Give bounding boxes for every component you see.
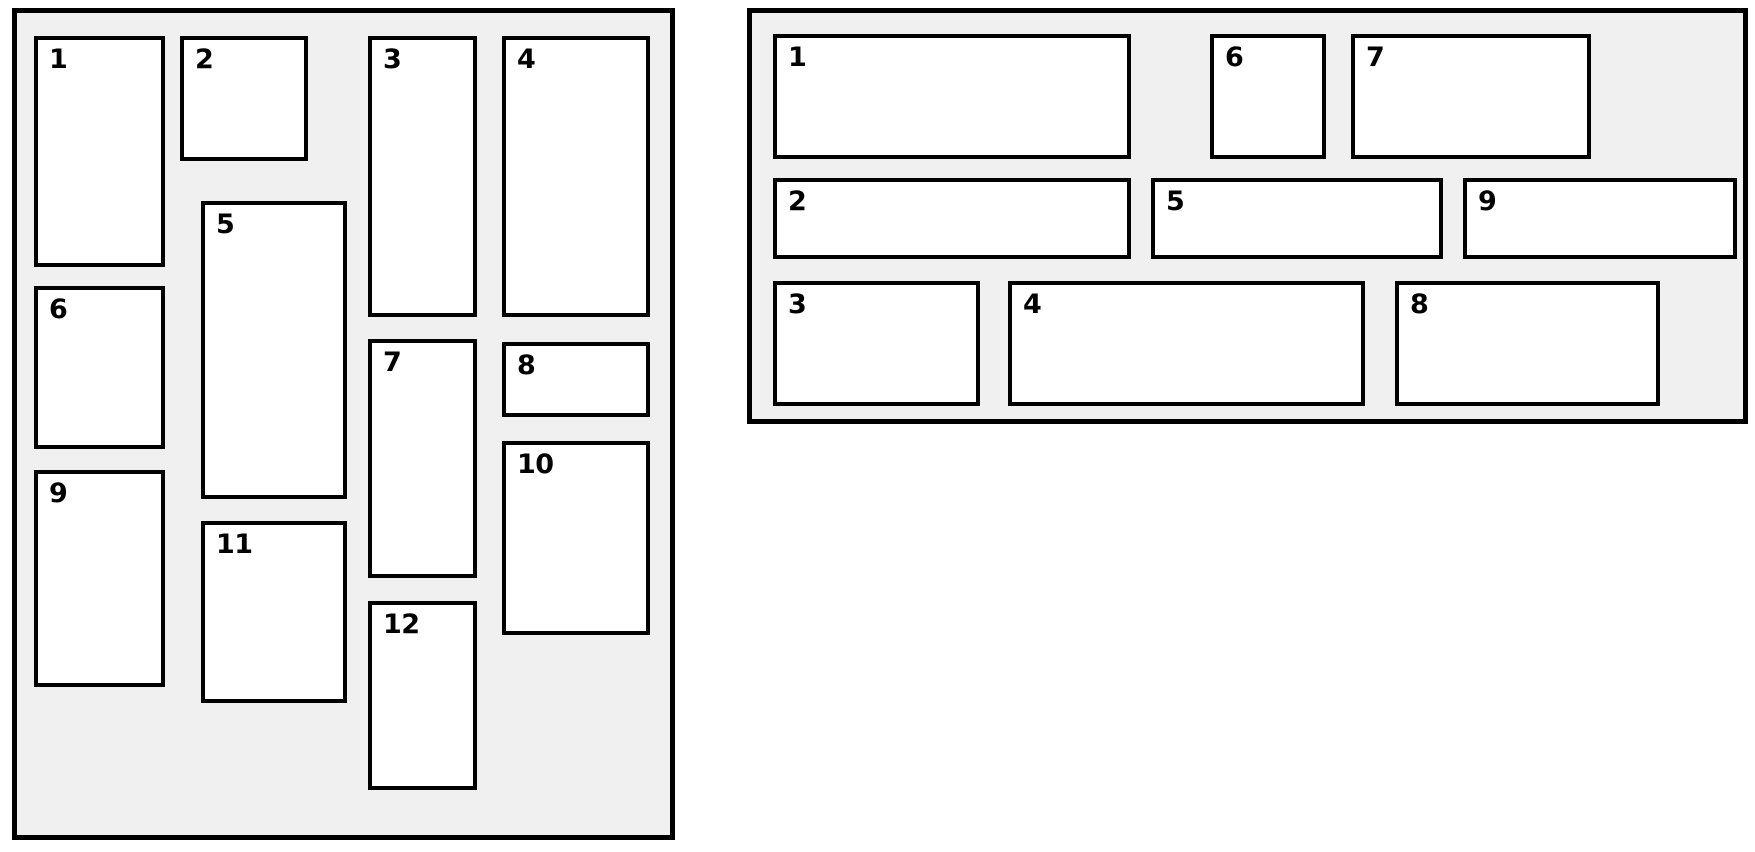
layout-box-number: 3 <box>383 44 402 75</box>
layout-box[interactable]: 12 <box>368 601 477 790</box>
layout-box-number: 5 <box>216 209 235 240</box>
layout-box-number: 1 <box>788 42 807 73</box>
layout-box[interactable]: 8 <box>502 342 650 417</box>
layout-box-number: 7 <box>383 347 402 378</box>
layout-box-number: 1 <box>49 44 68 75</box>
layout-box[interactable]: 9 <box>1463 178 1737 259</box>
layout-box-number: 4 <box>517 44 536 75</box>
layout-box-number: 9 <box>1478 186 1497 217</box>
layout-box[interactable]: 2 <box>773 178 1131 259</box>
layout-box[interactable]: 7 <box>1351 34 1591 159</box>
layout-box-number: 8 <box>517 350 536 381</box>
layout-box-number: 10 <box>517 449 554 480</box>
layout-box[interactable]: 11 <box>201 521 347 703</box>
layout-box[interactable]: 4 <box>502 36 650 317</box>
layout-box[interactable]: 4 <box>1008 281 1365 406</box>
layout-box[interactable]: 1 <box>34 36 165 267</box>
layout-box[interactable]: 10 <box>502 441 650 635</box>
layout-box[interactable]: 6 <box>34 286 165 449</box>
layout-box[interactable]: 7 <box>368 339 477 578</box>
layout-box[interactable]: 2 <box>180 36 308 161</box>
layout-box[interactable]: 3 <box>773 281 980 406</box>
layout-box[interactable]: 3 <box>368 36 477 317</box>
layout-box-number: 2 <box>195 44 214 75</box>
layout-box[interactable]: 6 <box>1210 34 1326 159</box>
layout-box-number: 5 <box>1166 186 1185 217</box>
layout-box-number: 12 <box>383 609 420 640</box>
layout-box[interactable]: 8 <box>1395 281 1660 406</box>
layout-box[interactable]: 5 <box>201 201 347 499</box>
layout-box[interactable]: 1 <box>773 34 1131 159</box>
layout-box-number: 8 <box>1410 289 1429 320</box>
layout-box-number: 3 <box>788 289 807 320</box>
layout-box[interactable]: 5 <box>1151 178 1443 259</box>
layout-box-number: 7 <box>1366 42 1385 73</box>
landscape-layout-panel: 1 6 7 2 5 9 3 4 8 <box>747 8 1748 424</box>
layout-box-number: 6 <box>1225 42 1244 73</box>
layout-box-number: 4 <box>1023 289 1042 320</box>
layout-box-number: 2 <box>788 186 807 217</box>
layout-box[interactable]: 9 <box>34 470 165 687</box>
layout-box-number: 9 <box>49 478 68 509</box>
layout-box-number: 11 <box>216 529 253 560</box>
layout-box-number: 6 <box>49 294 68 325</box>
